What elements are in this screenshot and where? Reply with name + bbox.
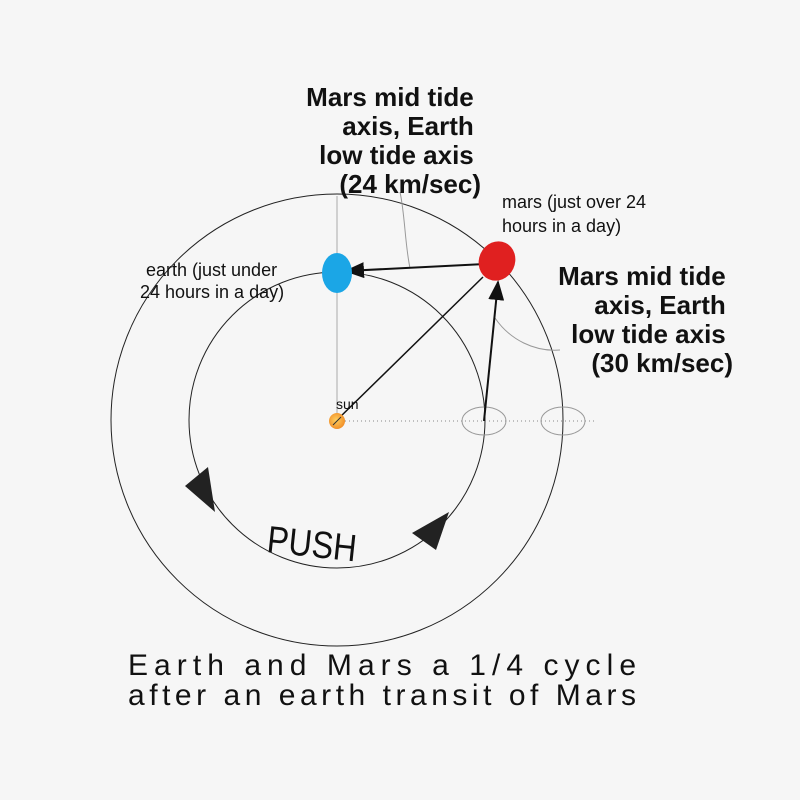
top-annotation-line-1: Mars mid tide: [306, 82, 474, 112]
top-annotation: Mars mid tide axis, Earth low tide axis …: [306, 82, 481, 199]
mars-to-earth-arrow: [344, 262, 486, 279]
top-annotation-line-3: low tide axis: [319, 140, 474, 170]
transit-position-earth-ghost: [461, 406, 507, 436]
earth-planet: [322, 253, 352, 293]
top-annotation-callout: [399, 191, 411, 269]
orbit-direction-arrow-right: [412, 512, 449, 550]
right-annotation-line-1: Mars mid tide: [558, 261, 726, 291]
caption-line-1: Earth and Mars a 1/4 cycle: [128, 649, 636, 682]
right-annotation-line-2: axis, Earth: [594, 290, 726, 320]
sun-marker-line: [332, 416, 342, 426]
mars-label-line-2: hours in a day): [502, 216, 621, 236]
sun-label: sun: [336, 396, 359, 412]
mars-label-line-1: mars (just over 24: [502, 192, 646, 212]
right-annotation-line-3: low tide axis: [571, 319, 726, 349]
push-label: PUSH: [265, 519, 359, 570]
mars-planet: [478, 241, 516, 281]
orbit-direction-arrow-left: [185, 467, 215, 512]
top-annotation-line-4: (24 km/sec): [339, 169, 481, 199]
mars-orbit: [110, 193, 564, 647]
transit-position-mars-ghost: [540, 406, 586, 436]
top-annotation-line-2: axis, Earth: [342, 111, 474, 141]
caption-line-2: after an earth transit of Mars: [128, 679, 636, 712]
caption: Earth and Mars a 1/4 cycle after an eart…: [128, 649, 650, 712]
earth-label-line-1: earth (just under: [146, 260, 277, 280]
transit-to-mars-arrow: [483, 280, 505, 422]
right-annotation-callout: [494, 317, 561, 351]
earth-label-line-2: 24 hours in a day): [140, 282, 284, 302]
right-annotation-line-4: (30 km/sec): [591, 348, 733, 378]
right-annotation: Mars mid tide axis, Earth low tide axis …: [558, 261, 733, 378]
sun-to-mars-arrow: [336, 276, 484, 421]
mars-label: mars (just over 24 hours in a day): [502, 192, 651, 236]
earth-label: earth (just under 24 hours in a day): [140, 260, 284, 302]
